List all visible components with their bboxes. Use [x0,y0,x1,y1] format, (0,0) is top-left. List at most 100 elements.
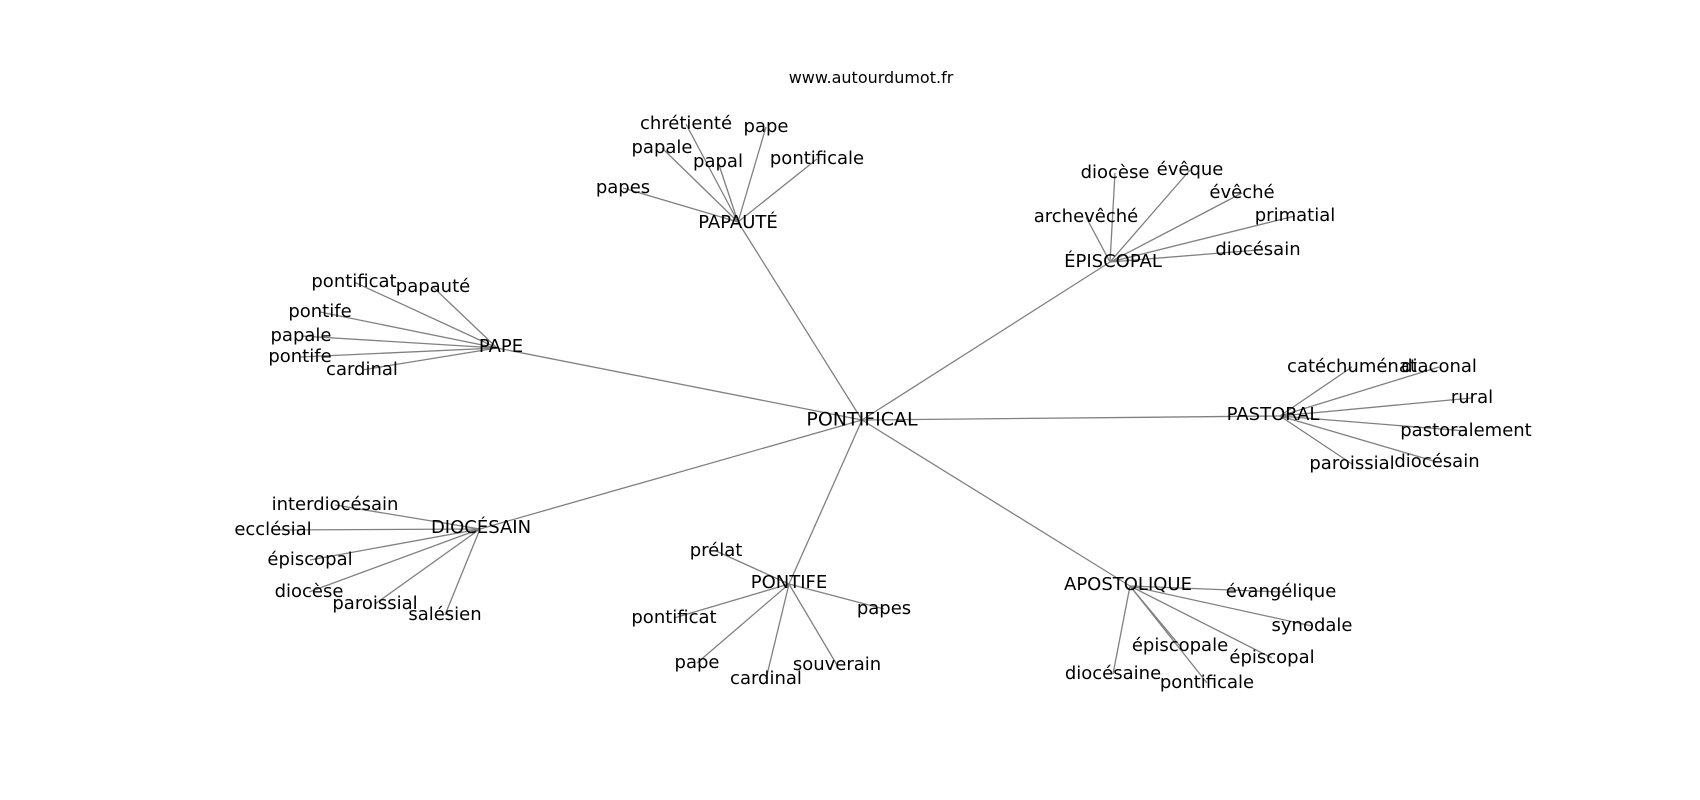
hub-node-label[interactable]: PASTORAL [1227,404,1320,425]
edge-center-to-hub [861,419,1131,587]
hub-node-label[interactable]: PAPE [479,336,523,357]
edge-hub-to-leaf [717,161,739,223]
leaf-node-label[interactable]: papal [693,151,743,172]
edge-center-to-hub [861,415,1281,421]
leaf-node-label[interactable]: salésien [408,604,481,625]
edge-hub-to-leaf [309,528,481,561]
edge-hub-to-leaf [715,550,790,585]
leaf-node-label[interactable]: primatial [1255,205,1335,226]
edge-hub-to-leaf [696,583,790,664]
leaf-node-label[interactable]: évêché [1209,182,1274,203]
hub-node-label[interactable]: DIOCÉSAIN [431,516,531,538]
leaf-node-label[interactable]: synodale [1272,615,1353,636]
leaf-node-label[interactable]: ecclésial [234,519,311,540]
edge-center-to-hub [737,221,863,421]
leaf-node-label[interactable]: pontificat [311,271,396,292]
edge-hub-to-leaf [1129,585,1313,627]
edge-hub-to-leaf [1279,397,1473,417]
edge-hub-to-leaf [661,147,739,223]
leaf-node-label[interactable]: pape [744,116,789,137]
edge-hub-to-leaf [788,583,885,610]
leaf-node-label[interactable]: diocèse [275,581,344,602]
leaf-node-label[interactable]: évêque [1157,159,1224,180]
center-node-label[interactable]: PONTIFICAL [806,409,918,431]
leaf-node-label[interactable]: catéchuménat [1287,356,1417,377]
hub-node-label[interactable]: PONTIFE [751,572,828,593]
edge-hub-to-leaf [1279,415,1353,465]
site-credit: www.autourdumot.fr [789,68,954,87]
edge-hub-to-leaf [737,126,767,223]
leaf-node-label[interactable]: paroissial [332,593,417,614]
leaf-node-label[interactable]: épiscopale [1132,635,1228,656]
leaf-node-label[interactable]: pastoralement [1400,420,1531,441]
edge-hub-to-leaf [432,286,498,349]
leaf-node-label[interactable]: diocésaine [1065,663,1161,684]
edge-hub-to-leaf [1109,172,1116,263]
edge-hub-to-leaf [685,123,739,223]
edge-hub-to-leaf [374,528,481,605]
leaf-node-label[interactable]: paroissial [1309,453,1394,474]
leaf-node-label[interactable]: épiscopal [267,549,352,570]
leaf-node-label[interactable]: interdiocésain [272,494,399,515]
leaf-node-label[interactable]: archevêché [1034,206,1139,227]
edge-hub-to-leaf [622,187,739,223]
edge-hub-to-leaf [353,281,498,349]
leaf-node-label[interactable]: pontificat [631,607,716,628]
edge-hub-to-leaf [1129,585,1208,684]
leaf-node-label[interactable]: pape [675,652,720,673]
edge-hub-to-leaf [300,335,498,349]
leaf-node-label[interactable]: pontificale [1160,672,1254,693]
leaf-node-label[interactable]: papes [857,598,911,619]
edge-hub-to-leaf [673,583,790,619]
leaf-node-label[interactable]: papale [271,325,332,346]
leaf-node-label[interactable]: pontife [268,346,331,367]
edge-hub-to-leaf [1279,366,1440,417]
leaf-node-label[interactable]: papauté [396,276,470,297]
edge-hub-to-leaf [737,158,818,223]
edge-hub-to-leaf [765,583,790,680]
edge-hub-to-leaf [1085,216,1111,263]
edge-hub-to-leaf [1112,585,1131,675]
edge-hub-to-leaf [1279,415,1438,463]
edge-center-to-hub [496,347,863,421]
edge-hub-to-leaf [788,583,838,666]
graph-labels: www.autourdumot.fr PONTIFICAL PAPAUTÉ chré… [234,68,1531,693]
edge-hub-to-leaf [1129,585,1273,659]
edge-hub-to-leaf [361,347,498,371]
leaf-node-label[interactable]: évangélique [1226,581,1337,602]
hub-node-label[interactable]: APOSTOLIQUE [1064,574,1192,595]
edge-hub-to-leaf [319,311,498,349]
edge-center-to-hub [479,419,863,530]
leaf-node-label[interactable]: pontife [288,301,351,322]
edge-center-to-hub [788,419,863,585]
edge-hub-to-leaf [1109,192,1243,263]
leaf-node-label[interactable]: diocèse [1081,162,1150,183]
leaf-node-label[interactable]: cardinal [326,359,398,380]
hub-node-label[interactable]: ÉPISCOPAL [1064,250,1162,272]
leaf-node-label[interactable]: diaconal [1401,356,1477,377]
leaf-node-label[interactable]: diocésain [1215,239,1300,260]
leaf-node-label[interactable]: papes [596,177,650,198]
hub-node-label[interactable]: PAPAUTÉ [698,211,778,233]
edge-center-to-hub [861,261,1111,421]
leaf-node-label[interactable]: papale [632,137,693,158]
edge-hub-to-leaf [1109,169,1191,263]
leaf-node-label[interactable]: chrétienté [640,113,732,134]
leaf-node-label[interactable]: pontificale [770,148,864,169]
edge-hub-to-leaf [444,528,481,616]
leaf-node-label[interactable]: rural [1451,387,1493,408]
edge-hub-to-leaf [1109,249,1259,263]
edge-hub-to-leaf [308,528,481,593]
leaf-node-label[interactable]: diocésain [1394,451,1479,472]
graph-edges [272,123,1473,684]
edge-hub-to-leaf [1279,366,1353,417]
edge-hub-to-leaf [272,528,481,531]
leaf-node-label[interactable]: épiscopal [1229,647,1314,668]
leaf-node-label[interactable]: cardinal [730,668,802,689]
edge-hub-to-leaf [1129,585,1282,593]
leaf-node-label[interactable]: prélat [690,540,743,561]
edge-hub-to-leaf [1109,215,1296,263]
edge-hub-to-leaf [1279,415,1467,432]
leaf-node-label[interactable]: souverain [793,654,881,675]
edge-hub-to-leaf [334,504,481,530]
